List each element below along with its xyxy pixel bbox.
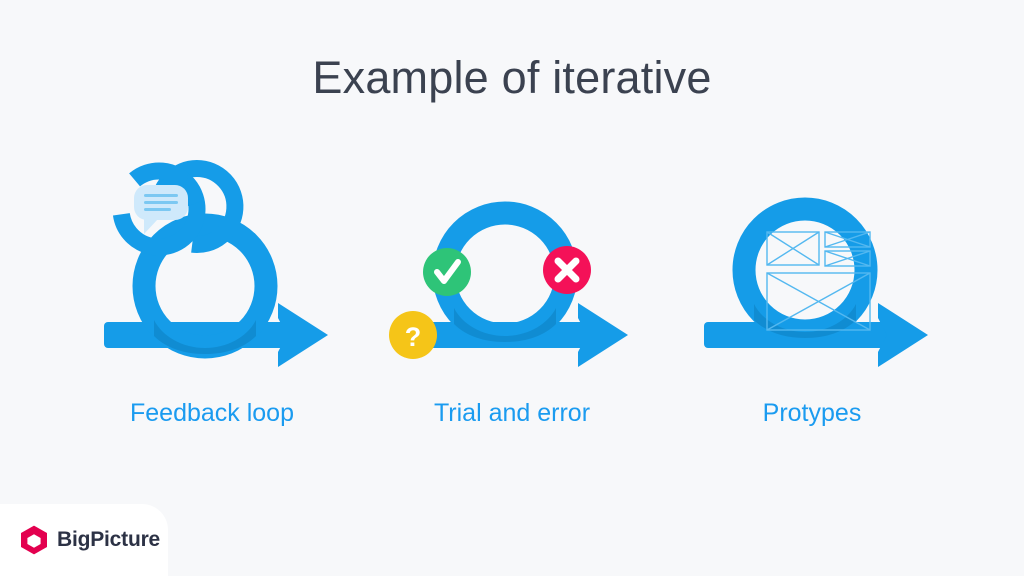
caption-trial-and-error: Trial and error [433,399,591,427]
cross-badge [543,246,591,294]
column-trial-and-error: ? Trial and error [362,140,662,450]
question-badge: ? [389,311,437,359]
refresh-arrow-icon [112,160,244,256]
page-title: Example of iterative [312,52,712,103]
icon-trial-and-error: ? [382,140,642,375]
check-badge [423,248,471,296]
speech-bubble-icon [134,185,188,234]
brand-logo-text: BigPicture [57,528,161,551]
icon-protypes [682,140,942,375]
wireframe-mockup-icon [766,231,871,331]
icon-feedback-loop [82,140,342,375]
caption-protypes: Protypes [762,399,862,427]
column-feedback-loop: Feedback loop [62,140,362,450]
loop-ring-icon [132,213,278,359]
column-protypes: Protypes [662,140,962,450]
brand-logo-card: BigPicture [0,504,168,576]
hexagon-logo-icon [21,525,47,555]
svg-text:?: ? [405,322,422,352]
diagram-columns: Feedback loop [0,140,1024,450]
caption-feedback-loop: Feedback loop [129,399,294,427]
